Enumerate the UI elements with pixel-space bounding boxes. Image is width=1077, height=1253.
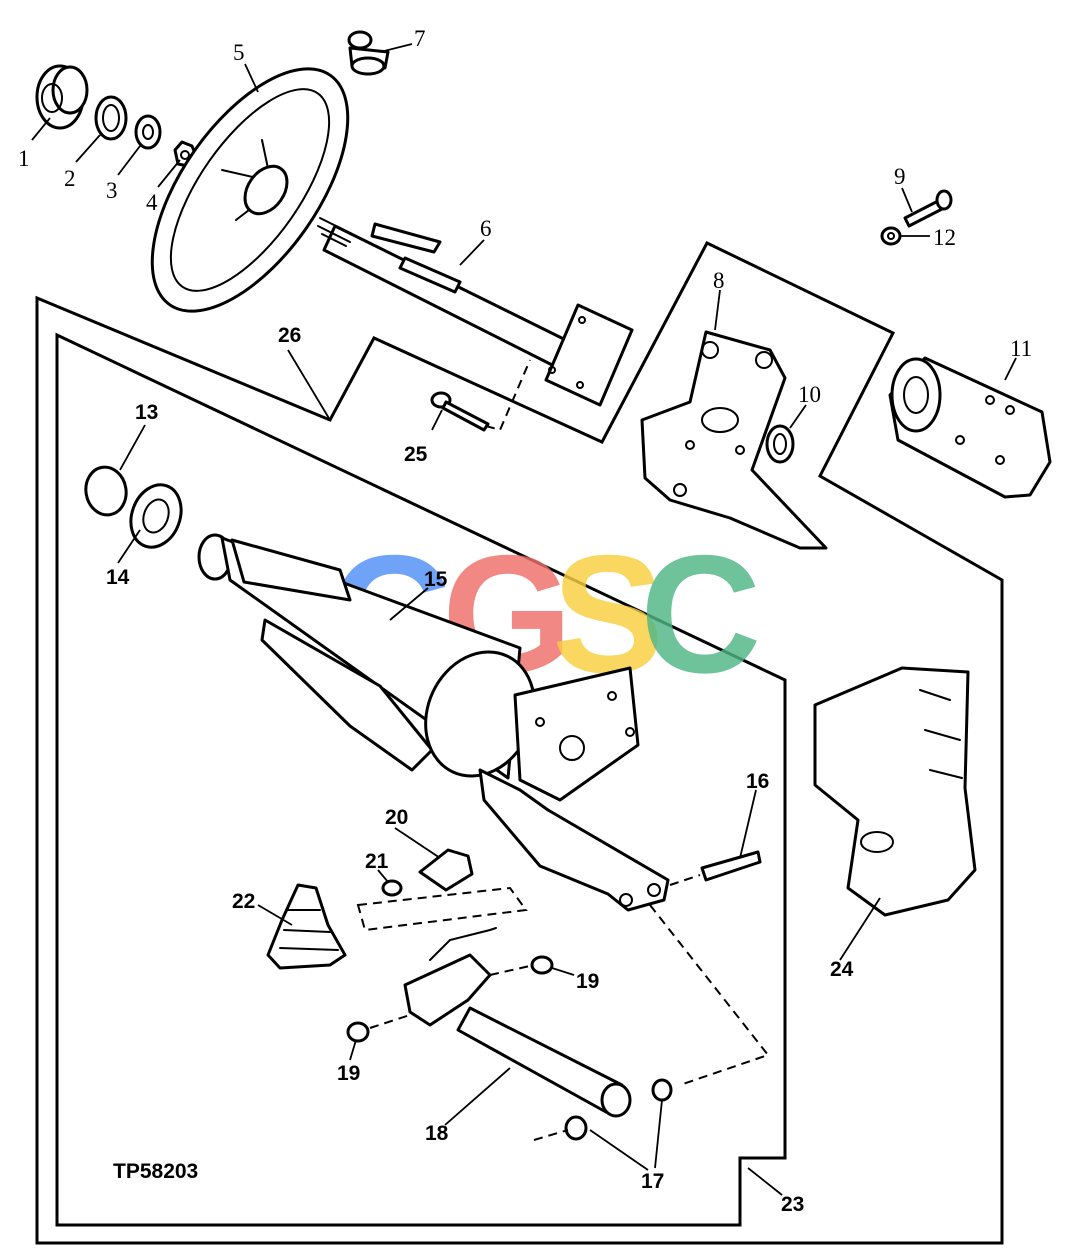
callout-12: 12 xyxy=(933,225,956,250)
callout-18: 18 xyxy=(425,1122,449,1145)
part-15-column-housing xyxy=(197,533,670,912)
callout-10: 10 xyxy=(798,382,821,407)
leader-lines xyxy=(31,43,1017,1196)
part-24-cover xyxy=(813,666,977,917)
figure-id: TP58203 xyxy=(113,1160,198,1183)
callout-4: 4 xyxy=(146,190,158,215)
callout-1: 1 xyxy=(18,146,30,171)
callout-26: 26 xyxy=(278,324,301,347)
part-20-knob xyxy=(418,848,474,892)
part-21-nut xyxy=(381,879,403,897)
part-1-horn-cap xyxy=(35,64,89,130)
part-22-boot xyxy=(266,883,347,970)
callouts: 1 2 3 4 5 6 7 8 9 10 11 12 13 14 15 16 1… xyxy=(18,26,1032,1216)
part-13-snap-ring xyxy=(84,465,128,517)
part-2-ring xyxy=(94,95,128,141)
part-14-seal xyxy=(129,483,183,549)
part-19-fitting xyxy=(346,955,554,1043)
callout-11: 11 xyxy=(1010,336,1032,361)
callout-23: 23 xyxy=(781,1193,804,1216)
callout-16: 16 xyxy=(746,770,769,793)
part-25-bolt xyxy=(430,391,490,432)
callout-14: 14 xyxy=(106,566,130,589)
callout-6: 6 xyxy=(480,216,492,241)
callout-22: 22 xyxy=(232,890,255,913)
assembly-lines xyxy=(356,359,770,1141)
callout-24: 24 xyxy=(830,958,854,981)
callout-3: 3 xyxy=(106,178,118,203)
part-17-bushing xyxy=(564,1078,673,1141)
callout-15: 15 xyxy=(424,568,448,591)
part-8-mounting-plate xyxy=(640,330,828,550)
callout-2: 2 xyxy=(64,166,76,191)
part-9-capscrew xyxy=(903,189,953,228)
callout-19b: 19 xyxy=(337,1062,360,1085)
callout-21: 21 xyxy=(365,850,389,873)
part-18-cylinder xyxy=(456,1006,632,1118)
callout-13: 13 xyxy=(135,401,158,424)
part-19-lever-assembly xyxy=(403,927,497,1027)
outer-panel-outline xyxy=(35,241,1004,1245)
part-7-spinner-knob xyxy=(347,30,390,76)
part-10-seal xyxy=(765,424,795,464)
part-16-pin xyxy=(700,850,762,882)
callout-25: 25 xyxy=(404,443,428,466)
callout-9: 9 xyxy=(894,164,906,189)
watermark-letter: C xyxy=(640,520,761,708)
part-11-steering-valve xyxy=(888,356,1052,499)
part-6-steering-column xyxy=(317,217,634,407)
inner-panel-outline xyxy=(55,332,787,1227)
callout-8: 8 xyxy=(713,268,725,293)
part-3-nut xyxy=(134,114,162,150)
callout-5: 5 xyxy=(233,40,245,65)
callout-19a: 19 xyxy=(576,970,599,993)
part-5-steering-wheel xyxy=(150,67,350,313)
callout-17a: 17 xyxy=(641,1170,664,1193)
callout-7: 7 xyxy=(414,26,426,51)
part-12-washer xyxy=(880,226,902,246)
callout-20: 20 xyxy=(385,806,408,829)
